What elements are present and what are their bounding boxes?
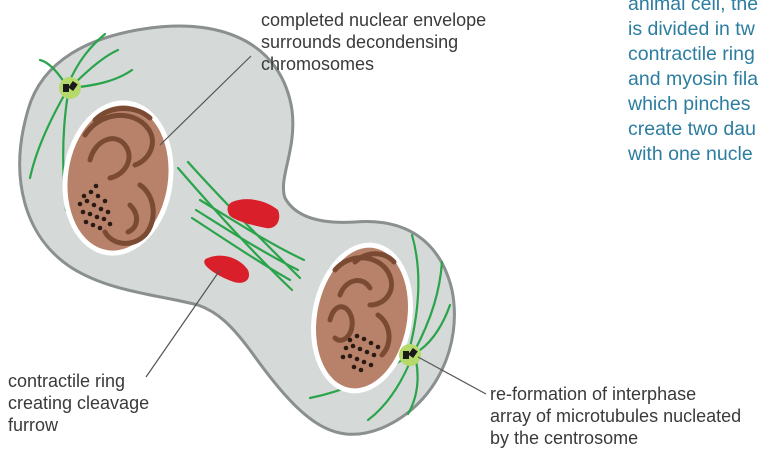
upper-centrosome — [59, 77, 81, 99]
ring-label-line-3: furrow — [8, 414, 149, 436]
side-text-line-6: create two dau — [628, 117, 758, 142]
microtubule-label-line-3: by the centrosome — [490, 427, 741, 449]
lower-centrosome — [399, 344, 421, 366]
side-text-line-7: with one nucle — [628, 142, 758, 167]
side-text: animal cell, the is divided in tw contra… — [628, 0, 758, 167]
microtubule-label: re-formation of interphase array of micr… — [490, 383, 741, 449]
envelope-label-line-1: completed nuclear envelope — [261, 9, 486, 31]
side-text-line-5: which pinches — [628, 92, 758, 117]
ring-label: contractile ring creating cleavage furro… — [8, 370, 149, 436]
envelope-label: completed nuclear envelope surrounds dec… — [261, 9, 486, 75]
side-text-line-2: is divided in tw — [628, 17, 758, 42]
envelope-label-line-3: chromosomes — [261, 53, 486, 75]
ring-label-line-2: creating cleavage — [8, 392, 149, 414]
side-text-line-4: and myosin fila — [628, 67, 758, 92]
envelope-label-line-2: surrounds decondensing — [261, 31, 486, 53]
microtubule-label-line-2: array of microtubules nucleated — [490, 405, 741, 427]
side-text-line-1: animal cell, the — [628, 0, 758, 17]
side-text-line-3: contractile ring — [628, 42, 758, 67]
microtubule-label-line-1: re-formation of interphase — [490, 383, 741, 405]
ring-label-line-1: contractile ring — [8, 370, 149, 392]
